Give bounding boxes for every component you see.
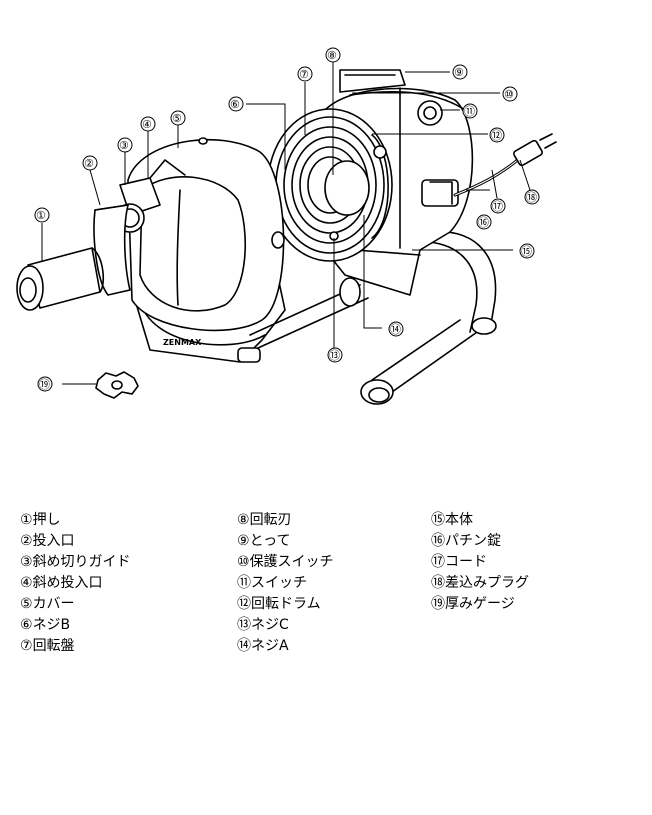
legend-item: ③斜め切りガイド — [20, 554, 131, 570]
callout-6: ⑥ — [228, 96, 244, 112]
callout-5: ⑤ — [170, 110, 186, 126]
legend-item: ⑯パチン錠 — [431, 533, 501, 549]
callout-12: ⑫ — [489, 127, 505, 143]
legend-item: ⑥ネジB — [20, 617, 71, 633]
callout-15: ⑮ — [519, 243, 535, 259]
legend-column-2: ⑧回転刃 ⑨とって ⑩保護スイッチ ⑪スイッチ ⑫回転ドラム ⑬ネジC ⑭ネジA — [237, 510, 334, 657]
svg-text:⑩: ⑩ — [504, 88, 514, 101]
legend-item: ⑨とって — [237, 533, 291, 549]
legend-item: ⑮本体 — [431, 512, 473, 528]
svg-text:④: ④ — [142, 118, 152, 131]
svg-text:③: ③ — [119, 139, 129, 152]
thickness-gauge — [95, 371, 139, 399]
carry-handle — [339, 69, 406, 93]
legend-item: ⑭ネジA — [237, 638, 289, 654]
legend-item: ⑦回転盤 — [20, 638, 75, 654]
callout-2: ② — [82, 155, 98, 171]
callout-7: ⑦ — [297, 66, 313, 82]
svg-text:⑧: ⑧ — [327, 49, 337, 62]
callout-9: ⑨ — [452, 64, 468, 80]
leader-lines — [41, 62, 531, 385]
callout-14: ⑭ — [388, 321, 404, 337]
svg-text:⑤: ⑤ — [172, 112, 182, 125]
slicer-cover — [127, 137, 285, 332]
stand-frame — [249, 230, 497, 405]
legend-item: ⑲厚みゲージ — [431, 596, 515, 612]
svg-text:⑰: ⑰ — [492, 200, 503, 213]
svg-text:⑫: ⑫ — [491, 129, 502, 142]
svg-text:②: ② — [84, 157, 94, 170]
slicer-diagram: ZENMAX ① ② ③ ④ ⑤ ⑥ ⑦ ⑧ ⑨ ⑩ ⑪ ⑫ ⑬ — [16, 47, 557, 405]
callout-10: ⑩ — [502, 86, 518, 102]
legend-item: ①押し — [20, 512, 61, 528]
callout-8: ⑧ — [325, 47, 341, 63]
legend-item: ④斜め投入口 — [20, 575, 103, 591]
snap-lock — [421, 179, 459, 207]
callout-4: ④ — [140, 116, 156, 132]
parts-legend: ①押し ②投入口 ③斜め切りガイド ④斜め投入口 ⑤カバー ⑥ネジB ⑦回転盤 … — [0, 510, 652, 670]
power-switch — [417, 100, 443, 126]
svg-text:⑭: ⑭ — [390, 323, 401, 336]
pusher — [16, 247, 105, 311]
power-cord — [453, 133, 557, 197]
legend-item: ⑬ネジC — [237, 617, 289, 633]
legend-column-1: ①押し ②投入口 ③斜め切りガイド ④斜め投入口 ⑤カバー ⑥ネジB ⑦回転盤 — [20, 510, 131, 657]
svg-text:⑨: ⑨ — [454, 66, 464, 79]
callout-18: ⑱ — [524, 189, 540, 205]
brand-mark: ZENMAX — [163, 338, 202, 347]
callout-1: ① — [34, 207, 50, 223]
legend-item: ②投入口 — [20, 533, 75, 549]
feed-inlet — [93, 204, 131, 296]
callout-labels: ① ② ③ ④ ⑤ ⑥ ⑦ ⑧ ⑨ ⑩ ⑪ ⑫ ⑬ ⑭ ⑮ ⑯ ⑰ ⑱ ⑲ — [34, 47, 540, 392]
legend-item: ⑫回転ドラム — [237, 596, 321, 612]
rotating-drum — [267, 108, 393, 262]
callout-3: ③ — [117, 137, 133, 153]
legend-item: ⑰コード — [431, 554, 487, 570]
legend-item: ⑪スイッチ — [237, 575, 307, 591]
svg-text:⑪: ⑪ — [464, 105, 475, 118]
svg-text:⑥: ⑥ — [230, 98, 240, 111]
svg-text:⑮: ⑮ — [521, 245, 532, 258]
svg-text:⑬: ⑬ — [329, 349, 340, 362]
svg-text:①: ① — [36, 209, 46, 222]
legend-column-3: ⑮本体 ⑯パチン錠 ⑰コード ⑱差込みプラグ ⑲厚みゲージ — [431, 510, 529, 615]
callout-16: ⑯ — [476, 214, 492, 230]
legend-item: ⑩保護スイッチ — [237, 554, 334, 570]
callout-13: ⑬ — [327, 347, 343, 363]
legend-item: ⑱差込みプラグ — [431, 575, 529, 591]
callout-19: ⑲ — [37, 376, 53, 392]
callout-17: ⑰ — [490, 198, 506, 214]
svg-text:⑱: ⑱ — [526, 191, 537, 204]
legend-item: ⑤カバー — [20, 596, 75, 612]
svg-text:⑦: ⑦ — [299, 68, 309, 81]
svg-text:⑲: ⑲ — [39, 378, 50, 391]
callout-11: ⑪ — [462, 103, 478, 119]
legend-item: ⑧回転刃 — [237, 512, 292, 528]
svg-text:⑯: ⑯ — [478, 216, 489, 229]
